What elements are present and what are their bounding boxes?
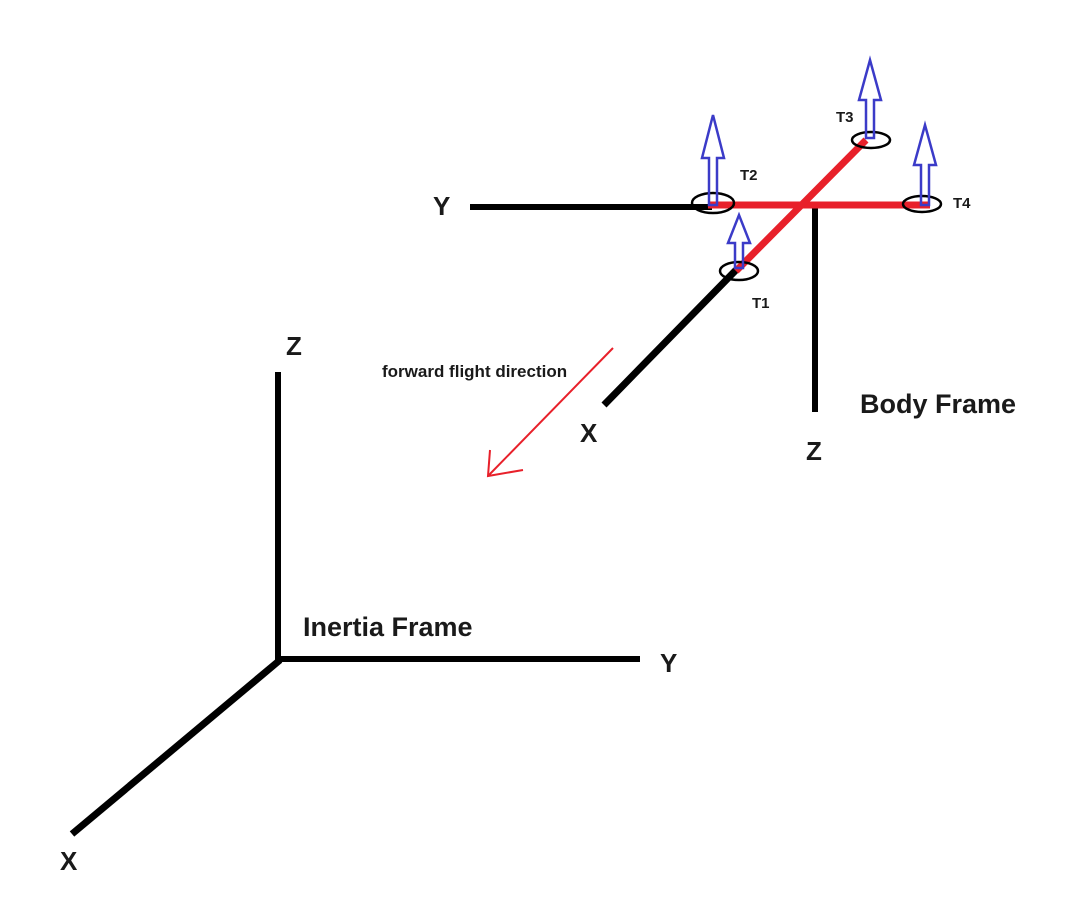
quadrotor-arms xyxy=(708,137,930,274)
thrust-label-t4: T4 xyxy=(953,195,971,212)
thrust-arrows xyxy=(700,55,938,270)
inertia-frame: Z Y X Inertia Frame xyxy=(60,331,677,876)
direction-arrow-shaft xyxy=(487,347,614,477)
body-x-axis xyxy=(601,267,739,408)
inertia-z-label: Z xyxy=(286,331,302,361)
body-x-label: X xyxy=(580,418,598,448)
direction-arrow-head xyxy=(486,449,524,478)
thrust-label-t2: T2 xyxy=(740,167,758,184)
body-frame-title: Body Frame xyxy=(860,389,1016,419)
thrust-label-t1: T1 xyxy=(752,295,770,312)
thrust-arrow-t2 xyxy=(700,114,726,207)
rotors xyxy=(690,130,943,282)
forward-direction-label: forward flight direction xyxy=(382,362,567,381)
inertia-y-label: Y xyxy=(660,648,677,678)
rotor-t2 xyxy=(690,191,736,215)
body-z-label: Z xyxy=(806,436,822,466)
arm-t1-t3 xyxy=(733,137,869,274)
body-y-label: Y xyxy=(433,191,450,221)
thrust-arrow-t3 xyxy=(857,55,883,140)
thrust-label-t3: T3 xyxy=(836,109,854,126)
inertia-frame-title: Inertia Frame xyxy=(303,612,473,642)
inertia-x-axis xyxy=(69,657,283,837)
rotor-t1 xyxy=(718,260,760,282)
body-frame: Y Z X Body Frame xyxy=(433,191,1016,466)
forward-direction-arrow xyxy=(486,347,614,478)
thrust-arrow-t1 xyxy=(726,211,752,270)
inertia-x-label: X xyxy=(60,846,78,876)
rotor-t3 xyxy=(850,130,892,150)
thrust-arrow-t4 xyxy=(912,120,938,207)
